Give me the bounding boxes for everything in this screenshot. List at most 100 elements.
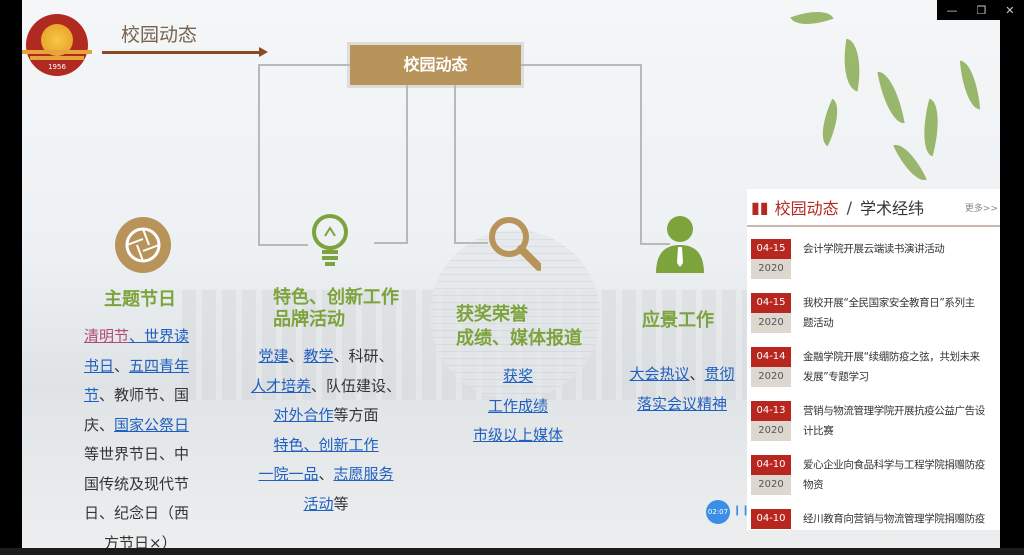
- link-qingming[interactable]: 清明节: [84, 327, 130, 345]
- connector-line: [640, 64, 642, 244]
- link-activities[interactable]: 活动: [303, 494, 334, 513]
- link-one-college-one-brand[interactable]: 一院一品: [258, 465, 319, 483]
- column-title-timely-work: 应景工作: [642, 310, 714, 331]
- column-title-theme-festivals: 主题节日: [104, 289, 176, 310]
- link-external-cooperation[interactable]: 对外合作: [273, 406, 334, 424]
- link-implement[interactable]: 贯彻: [704, 365, 735, 383]
- news-date: 04-14: [751, 347, 791, 367]
- news-year: 2020: [751, 313, 791, 333]
- window-controls: — ❐ ✕: [937, 0, 1024, 20]
- link-conference-discussion[interactable]: 大会热议: [629, 365, 690, 383]
- column-title-media: 成绩、媒体报道: [456, 328, 582, 349]
- link-awards[interactable]: 获奖: [502, 367, 533, 385]
- leaf-decoration: [813, 98, 847, 147]
- link-work-achievements[interactable]: 工作成绩: [487, 396, 548, 415]
- news-title[interactable]: 我校开展“全民国家安全教育日”系列主题活动: [803, 293, 1000, 333]
- text: 、队伍建设、: [311, 376, 402, 395]
- link-world-book-day[interactable]: 、世界读: [129, 327, 190, 345]
- news-date: 04-15: [751, 239, 791, 259]
- taskbar: [0, 548, 1024, 555]
- tab-campus-news[interactable]: 校园动态: [774, 199, 839, 218]
- leaf-decoration: [877, 68, 905, 127]
- column-title-brand-activities: 特色、创新工作 品牌活动: [273, 287, 399, 330]
- news-title[interactable]: 爱心企业向食品科学与工程学院捐赠防疫物资: [803, 455, 1000, 495]
- news-year: 2020: [751, 421, 791, 441]
- link-media-reports[interactable]: 市级以上媒体: [472, 426, 563, 444]
- leaf-decoration: [837, 38, 867, 92]
- text: 庆、: [84, 415, 115, 434]
- university-logo: 1956: [22, 14, 92, 76]
- timely-work-links: 大会热议、贯彻 落实会议精神: [617, 360, 747, 419]
- news-title-line: 我校开展“全民国家安全教育日”系列主: [803, 297, 975, 309]
- link-talent-training[interactable]: 人才培养: [250, 376, 311, 395]
- news-date: 04-13: [751, 401, 791, 421]
- slide-title: 校园动态: [121, 24, 198, 46]
- news-year: 2020: [751, 367, 791, 387]
- brand-activities-text: 党建、教学、科研、 人才培养、队伍建设、 对外合作等方面 特色、创新工作 一院一…: [246, 342, 406, 519]
- leaf-decoration: [790, 3, 834, 33]
- news-title-line: 金融学院开展“续绷防疫之弦，共划未来: [803, 351, 980, 363]
- news-date: 04-15: [751, 293, 791, 313]
- minimize-button[interactable]: —: [946, 3, 958, 17]
- link-volunteer-service[interactable]: 志愿服务: [333, 465, 394, 483]
- more-link[interactable]: 更多>>: [964, 203, 998, 214]
- news-title-line: 题活动: [803, 317, 834, 329]
- connector-line: [258, 64, 350, 66]
- link-youth-day[interactable]: 节: [84, 386, 100, 404]
- search-icon: [485, 215, 541, 271]
- news-title-line: 发展”专题学习: [803, 371, 869, 383]
- news-title-line: 物资: [803, 479, 824, 491]
- news-title-line: 爱心企业向食品科学与工程学院捐赠防疫: [803, 459, 985, 471]
- leaf-decoration: [959, 59, 981, 111]
- link-implement-spirit[interactable]: 落实会议精神: [636, 394, 727, 413]
- connector-line: [374, 242, 408, 244]
- news-title-line: 计比赛: [803, 425, 834, 437]
- separator: 、: [288, 347, 304, 365]
- news-title[interactable]: 会计学院开展云端读书演讲活动: [803, 243, 945, 255]
- connector-line: [454, 242, 488, 244]
- separator: 、: [318, 465, 334, 483]
- link-world-book-day[interactable]: 书日: [84, 356, 115, 375]
- person-icon: [652, 215, 708, 273]
- logo-year: 1956: [48, 63, 66, 71]
- link-youth-day[interactable]: 五四青年: [129, 356, 190, 375]
- text: 、教师节、国: [99, 386, 190, 404]
- link-party-building[interactable]: 党建: [258, 347, 289, 365]
- link-innovative-work[interactable]: 特色、创新工作: [273, 435, 379, 454]
- leaf-decoration: [915, 98, 947, 157]
- text: 国传统及现代节: [84, 474, 190, 493]
- link-national-memorial-day[interactable]: 国家公祭日: [114, 415, 190, 434]
- news-header: ▮▮ 校园动态 / 学术经纬 更多>>: [747, 189, 1000, 227]
- news-date: 04-10: [751, 455, 791, 475]
- playback-timer[interactable]: 02:07: [706, 500, 730, 524]
- news-year: 2020: [751, 475, 791, 495]
- separator: 、: [689, 365, 705, 383]
- restore-button[interactable]: ❐: [976, 3, 987, 17]
- connector-line: [640, 243, 670, 245]
- dome-background: [430, 230, 600, 400]
- leaf-decoration: [893, 138, 927, 187]
- close-button[interactable]: ✕: [1005, 3, 1015, 17]
- book-icon: ▮▮: [751, 197, 769, 217]
- tab-academic[interactable]: 学术经纬: [860, 199, 925, 218]
- pause-button[interactable]: ❙❙: [733, 505, 750, 516]
- text: 、科研、: [333, 347, 394, 365]
- news-title[interactable]: 经川教育向营销与物流管理学院捐赠防疫: [803, 513, 985, 525]
- arrow-icon: [102, 47, 268, 57]
- link-teaching[interactable]: 教学: [303, 347, 334, 365]
- text: 日、纪念日（西: [84, 504, 190, 522]
- news-title[interactable]: 金融学院开展“续绷防疫之弦，共划未来发展”专题学习: [803, 347, 1000, 387]
- connector-line: [521, 64, 641, 66]
- text: 方节日×）: [104, 533, 177, 549]
- news-title[interactable]: 营销与物流管理学院开展抗疫公益广告设计比赛: [803, 401, 1000, 441]
- connector-line: [258, 64, 260, 244]
- connector-line: [454, 85, 456, 243]
- aperture-icon: [115, 217, 171, 273]
